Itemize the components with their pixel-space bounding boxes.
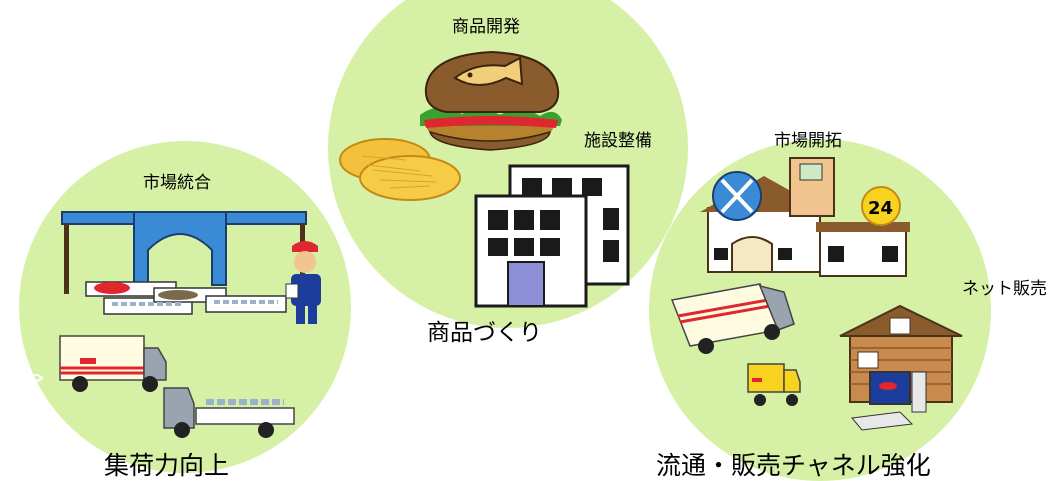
online-sales-label: ネット販売 — [962, 279, 1047, 299]
small-truck-icon — [747, 363, 801, 406]
product-making-label: 商品づくり — [427, 320, 542, 346]
facility-building-icon — [474, 164, 630, 308]
fish-market-icon — [61, 211, 307, 315]
store-24-badge: 24 — [868, 198, 893, 219]
fish-burger-icon — [420, 50, 562, 151]
store-24-icon: 24 — [816, 186, 910, 277]
facility-development-label: 施設整備 — [584, 131, 652, 151]
computer-icon — [851, 371, 927, 431]
collection-power-label: 集荷力向上 — [104, 451, 229, 480]
rice-cracker-icon — [339, 138, 461, 201]
truck-icon — [29, 335, 167, 392]
market-integration-label: 市場統合 — [143, 173, 211, 193]
distribution-sales-channel-label: 流通・販売チャネル強化 — [656, 451, 931, 480]
fish-lorry-icon — [163, 387, 295, 438]
market-development-label: 市場開拓 — [774, 131, 842, 151]
fisherman-icon — [285, 241, 321, 324]
delivery-truck-icon — [670, 283, 795, 354]
product-development-label: 商品開発 — [452, 17, 520, 37]
